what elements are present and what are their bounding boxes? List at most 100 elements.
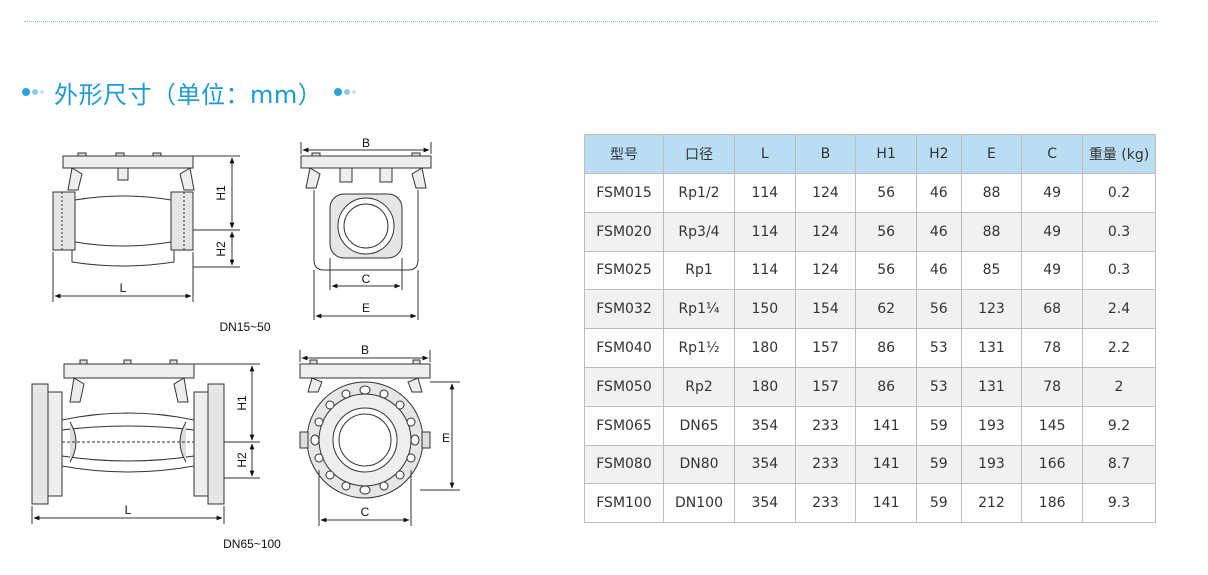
table-cell: FSM032 [584,289,664,330]
table-cell: 0.2 [1082,173,1156,213]
table-cell: 56 [855,173,917,213]
table-cell: 49 [1021,211,1083,252]
small-valve-front-view [300,152,432,271]
table-cell: 2.4 [1082,289,1156,330]
col-header: H2 [915,134,962,174]
table-cell: 141 [855,444,917,485]
table-cell: Rp1¼ [663,289,735,330]
table-cell: 212 [960,483,1023,524]
dim-label-e: E [442,431,450,445]
col-header: 型号 [584,134,664,174]
dim-label-e: E [362,301,370,315]
table-cell: 141 [855,483,917,524]
dim-label-b: B [361,343,369,357]
dim-label-b: B [362,136,370,150]
table-cell: 0.3 [1082,211,1156,252]
table-cell: Rp2 [663,366,735,407]
table-cell: 56 [915,289,962,330]
table-cell: 145 [1021,405,1083,446]
table-cell: 180 [734,366,796,407]
table-cell: 150 [734,289,796,330]
table-cell: FSM015 [584,173,664,213]
dimension-drawings: H1 H2 L B C E DN15~50 H1 H2 L B E C DN65… [20,130,490,560]
table-cell: 166 [1021,444,1083,485]
table-cell: 88 [960,173,1023,213]
table-cell: Rp1½ [663,328,735,368]
table-cell: FSM080 [584,444,664,485]
table-cell: Rp3/4 [663,211,735,252]
table-cell: 354 [734,444,796,485]
dim-label-h2: H2 [214,241,228,257]
table-cell: 114 [734,173,796,213]
table-cell: DN80 [663,444,735,485]
table-cell: 86 [855,366,917,407]
table-cell: 86 [855,328,917,368]
table-cell: 49 [1021,173,1083,213]
table-cell: 78 [1021,328,1083,368]
table-cell: 59 [915,405,962,446]
col-header: L [734,134,796,174]
table-cell: 114 [734,211,796,252]
col-header: 口径 [663,134,735,174]
table-cell: 59 [915,483,962,524]
table-cell: 233 [794,444,857,485]
table-cell: 46 [915,250,962,291]
table-cell: FSM050 [584,366,664,407]
table-cell: 114 [734,250,796,291]
table-cell: Rp1 [663,250,735,291]
drawing-caption-small: DN15~50 [219,320,270,334]
table-cell: 78 [1021,366,1083,407]
table-cell: 2 [1082,366,1156,407]
table-cell: 154 [794,289,857,330]
col-header: E [960,134,1023,174]
dim-label-h1: H1 [235,395,249,411]
table-cell: FSM020 [584,211,664,252]
table-cell: 186 [1021,483,1083,524]
table-cell: FSM065 [584,405,664,446]
table-cell: 68 [1021,289,1083,330]
table-cell: 131 [960,366,1023,407]
table-cell: 354 [734,405,796,446]
table-cell: 124 [794,211,857,252]
dim-label-h2: H2 [235,452,249,468]
table-cell: FSM040 [584,328,664,368]
table-cell: FSM025 [584,250,664,291]
table-cell: 59 [915,444,962,485]
table-cell: Rp1/2 [663,173,735,213]
table-cell: 124 [794,250,857,291]
table-cell: 46 [915,173,962,213]
top-divider [24,21,1158,22]
col-header: B [794,134,857,174]
section-heading: 外形尺寸（单位：mm） [22,72,357,112]
table-cell: 56 [855,211,917,252]
col-header: 重量 (kg) [1082,134,1156,174]
table-cell: 53 [915,366,962,407]
table-cell: 0.3 [1082,250,1156,291]
table-cell: 9.2 [1082,405,1156,446]
table-cell: 2.2 [1082,328,1156,368]
drawing-caption-large: DN65~100 [223,537,281,551]
dim-label-c: C [361,505,370,519]
table-cell: 233 [794,483,857,524]
table-cell: 9.3 [1082,483,1156,524]
dim-label-l: L [120,281,127,295]
bullet-dots-icon [334,88,357,96]
dim-label-c: C [362,272,371,286]
table-cell: 88 [960,211,1023,252]
table-cell: 62 [855,289,917,330]
table-cell: 49 [1021,250,1083,291]
table-cell: 56 [855,250,917,291]
table-cell: 131 [960,328,1023,368]
table-cell: DN100 [663,483,735,524]
table-cell: 123 [960,289,1023,330]
table-cell: FSM100 [584,483,664,524]
table-cell: 157 [794,328,857,368]
table-header-row: 型号 口径 L B H1 H2 E C 重量 (kg) [584,134,1156,174]
table-cell: 46 [915,211,962,252]
table-cell: DN65 [663,405,735,446]
table-cell: 193 [960,405,1023,446]
